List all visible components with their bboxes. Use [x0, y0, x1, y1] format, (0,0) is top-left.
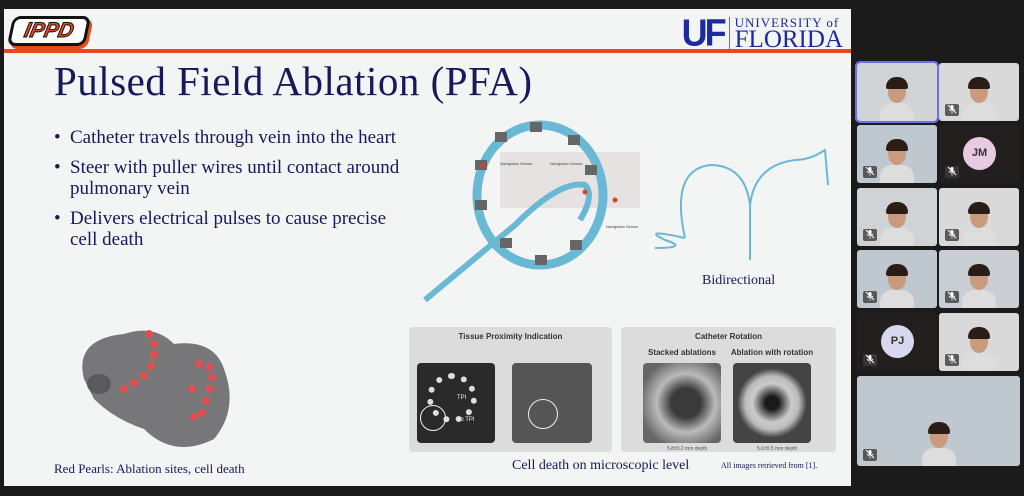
participant-video — [880, 264, 914, 308]
participant-tile[interactable] — [939, 188, 1019, 246]
participant-tile[interactable] — [857, 188, 937, 246]
participant-video — [880, 139, 914, 183]
header-rule — [4, 49, 851, 53]
rotation-ablation-image — [733, 363, 811, 443]
uf-mark: UF — [681, 10, 727, 54]
tpi-diagram: TPI no TPI — [417, 363, 495, 443]
participant-tile[interactable] — [939, 250, 1019, 308]
mic-muted-icon — [945, 354, 959, 366]
uf-line2: FLORIDA — [734, 25, 843, 53]
depth-label: 5.6±0.5 mm depth — [757, 446, 798, 452]
participant-video — [962, 202, 996, 246]
nav-sensor-label: Navigation Sensor — [500, 161, 533, 166]
source-note: All images retrieved from [1]. — [721, 461, 818, 470]
mic-muted-icon — [863, 229, 877, 241]
participant-video — [962, 77, 996, 121]
mic-muted-icon — [863, 449, 877, 461]
mic-muted-icon — [945, 166, 959, 178]
bullet: Delivers electrical pulses to cause prec… — [54, 208, 404, 250]
tissue-photo — [512, 363, 592, 443]
bullet: Catheter travels through vein into the h… — [54, 127, 404, 148]
tpi-panel: Tissue Proximity Indication TPI no TPI — [409, 327, 612, 452]
tpi-title: Tissue Proximity Indication — [458, 332, 563, 341]
participant-video — [962, 327, 996, 371]
mic-muted-icon — [863, 354, 877, 366]
participant-tile[interactable]: PJ — [857, 313, 937, 371]
bullet: Steer with puller wires until contact ar… — [54, 157, 404, 199]
nav-sensor-label: Navigation Sensor — [606, 224, 639, 229]
depth-label: 5.8±0.2 mm depth — [667, 446, 708, 452]
nav-sensor-label: Navigation Sensor — [550, 161, 583, 166]
uf-line1: UNIVERSITY of — [734, 14, 840, 30]
participant-video — [921, 422, 956, 466]
slide-title: Pulsed Field Ablation (PFA) — [54, 58, 533, 104]
mic-muted-icon — [863, 166, 877, 178]
participant-video — [880, 77, 914, 121]
no-tpi-label: no TPI — [457, 417, 475, 423]
ippd-logo-text: IPPD — [22, 19, 77, 43]
participant-tile[interactable] — [857, 125, 937, 183]
participant-tile[interactable] — [857, 250, 937, 308]
rotation-title: Catheter Rotation — [694, 332, 763, 341]
tpi-label: TPI — [457, 395, 467, 401]
ippd-logo: IPPD — [6, 16, 92, 46]
catheter-image: Navigation Sensor Navigation Sensor Navi… — [423, 120, 829, 303]
participant-video — [962, 264, 996, 308]
stacked-title: Stacked ablations — [647, 348, 717, 357]
mic-muted-icon — [945, 229, 959, 241]
rotation-panel: Catheter Rotation Stacked ablations Abla… — [621, 327, 836, 452]
stacked-ablation-image — [643, 363, 721, 443]
mic-muted-icon — [945, 104, 959, 116]
mic-muted-icon — [863, 291, 877, 303]
logo-separator — [728, 17, 730, 49]
mic-muted-icon — [945, 291, 959, 303]
rotation-subtitle: Ablation with rotation — [730, 348, 814, 357]
bidirectional-caption: Bidirectional — [702, 273, 776, 288]
participant-video — [880, 202, 914, 246]
heart-caption: Red Pearls: Ablation sites, cell death — [54, 461, 245, 476]
participant-tile[interactable] — [939, 313, 1019, 371]
participant-avatar: PJ — [881, 325, 914, 358]
participant-tile[interactable] — [857, 376, 1020, 466]
participant-avatar: JM — [963, 137, 996, 170]
participant-tile[interactable] — [939, 63, 1019, 121]
participant-tile[interactable] — [855, 61, 939, 123]
participant-tile[interactable]: JM — [939, 125, 1019, 183]
heart-image — [82, 330, 230, 447]
bullet-list: Catheter travels through vein into the h… — [54, 127, 404, 259]
microscopic-caption: Cell death on microscopic level — [512, 458, 690, 473]
